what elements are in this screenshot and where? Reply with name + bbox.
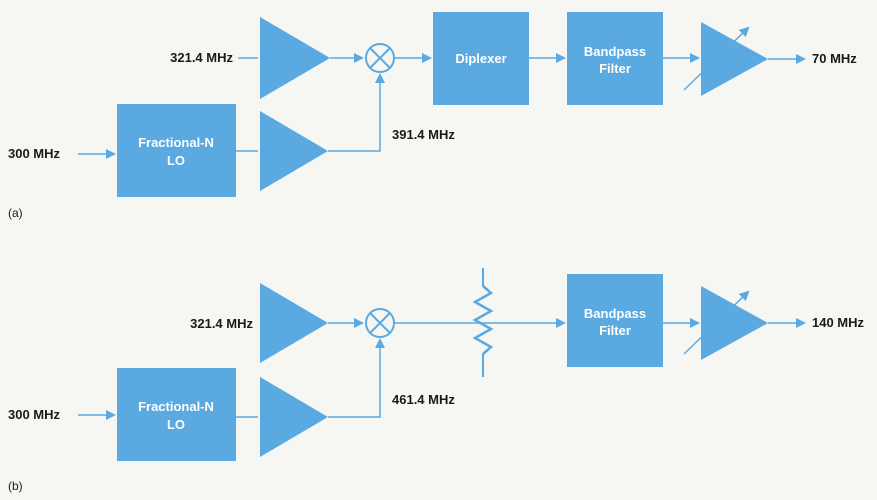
lo-label-line1-b: Fractional-N (138, 399, 214, 414)
mixer-icon (365, 308, 395, 338)
amplifier-triangle-icon (260, 111, 328, 191)
lo-frequency-label-a: 391.4 MHz (392, 127, 455, 142)
fractional-n-lo-block-b (117, 368, 236, 461)
reference-label-b: 300 MHz (8, 407, 61, 422)
diplexer-label: Diplexer (455, 51, 506, 66)
amplifier-triangle-icon (260, 283, 328, 363)
lo-label-line2-a: LO (167, 153, 185, 168)
bandpass-filter-block-b (567, 274, 663, 367)
fractional-n-lo-block-a (117, 104, 236, 197)
diagram-b: 321.4 MHz Bandpass Filter 140 MHz 300 MH… (8, 268, 865, 493)
input-signal-label-b: 321.4 MHz (190, 316, 253, 331)
mixer-icon (365, 43, 395, 73)
lo-frequency-label-b: 461.4 MHz (392, 392, 455, 407)
amplifier-triangle-icon (260, 17, 330, 99)
reference-label-a: 300 MHz (8, 146, 61, 161)
caption-b: (b) (8, 479, 23, 493)
filter-label-line2-b: Filter (599, 323, 631, 338)
lo-to-mixer-line-b (328, 338, 385, 418)
variable-gain-amplifier-icon (683, 22, 768, 96)
diagram-a: 321.4 MHz Diplexer Bandpass Filter 70 MH… (8, 12, 857, 220)
output-label-a: 70 MHz (812, 51, 857, 66)
lo-label-line1-a: Fractional-N (138, 135, 214, 150)
bandpass-filter-block-a (567, 12, 663, 105)
amplifier-triangle-icon (260, 377, 328, 457)
caption-a: (a) (8, 206, 23, 220)
output-label-b: 140 MHz (812, 315, 865, 330)
filter-label-line1-a: Bandpass (584, 44, 646, 59)
filter-label-line1-b: Bandpass (584, 306, 646, 321)
variable-gain-amplifier-icon (683, 286, 768, 360)
lo-to-mixer-line-a (328, 73, 385, 152)
filter-label-line2-a: Filter (599, 61, 631, 76)
diplexer-block (433, 12, 529, 105)
lo-label-line2-b: LO (167, 417, 185, 432)
input-signal-label-a: 321.4 MHz (170, 50, 233, 65)
resistor-attenuator-icon (472, 268, 494, 377)
